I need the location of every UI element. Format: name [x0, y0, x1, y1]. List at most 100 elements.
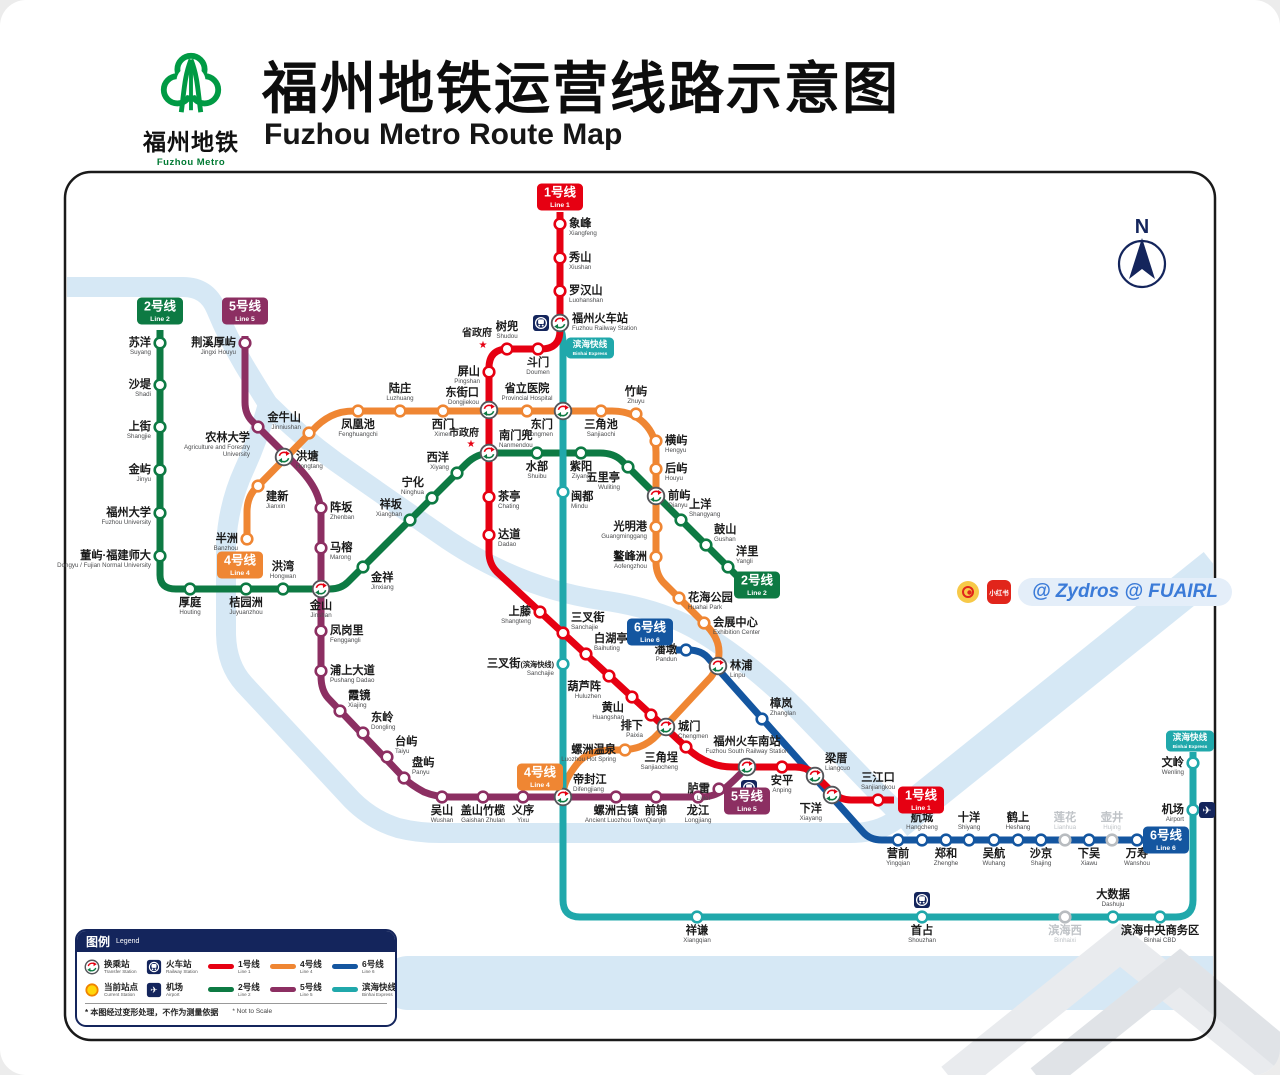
station-label: 荆溪厚屿 [191, 335, 236, 349]
decorative-chevron [941, 923, 1280, 1075]
stations: 象峰Xiangfeng秀山Xiushan罗汉山Luohanshan福州火车站Fu… [57, 216, 1200, 944]
station-guangminggang [649, 520, 663, 534]
station-label: 下吴 [1078, 847, 1101, 860]
station-label: 阵坂 [330, 500, 353, 514]
station-luzhuang [393, 404, 407, 418]
station-sanjiangkou [871, 793, 885, 807]
station-label-pinyin: Dongmen [526, 431, 553, 438]
station-label: 螺洲古镇 [594, 803, 639, 817]
station-shuibu [530, 446, 544, 460]
transfer-station-jinshan [311, 579, 331, 599]
station-label: 台屿 [395, 734, 417, 748]
station-label-pinyin: Xiangfeng [569, 230, 597, 237]
station-label: 排下 [621, 718, 643, 732]
svg-text:Line 5: Line 5 [737, 806, 757, 813]
transfer-station-dongjiekou [479, 400, 499, 420]
station-label: 金牛山 [266, 410, 301, 424]
station-label: 横屿 [665, 433, 687, 447]
metro-line-l5 [241, 336, 750, 801]
station-jingxi-houyu [238, 336, 252, 350]
station-label-pinyin: Ximen [434, 431, 452, 438]
station-label-pinyin: Mindu [571, 503, 588, 510]
station-label-pinyin: Shangteng [501, 618, 531, 625]
station-label: 金祥 [370, 570, 393, 584]
station-label: 洪塘 [296, 449, 318, 463]
station-zhanglan [755, 712, 769, 726]
station-label-pinyin: Wuhang [983, 860, 1006, 867]
station-label: 上藤 [509, 604, 532, 618]
station-airport [1186, 803, 1200, 817]
station-label-pinyin: Heshang [1006, 824, 1031, 831]
station-label: 东岭 [371, 710, 394, 724]
station-label: 三角池 [584, 417, 618, 431]
station-huahai-park [672, 591, 686, 605]
metro-line-l6 [676, 646, 1148, 844]
svg-text:Line 2: Line 2 [150, 316, 170, 323]
station-label: 三角埕 [644, 750, 678, 764]
svg-text:1号线: 1号线 [544, 185, 576, 200]
station-panyu [397, 771, 411, 785]
station-label-pinyin: Shuibu [527, 473, 547, 480]
station-dadao [482, 528, 496, 542]
station-label: 前锦 [645, 803, 667, 817]
station-label: 樟岚 [769, 696, 793, 710]
station-label: 祥坂 [380, 497, 403, 511]
station-label: 会展中心 [713, 615, 759, 629]
station-yixu [516, 790, 530, 804]
svg-text:5号线: 5号线 [229, 299, 261, 314]
station-shangjie [153, 420, 167, 434]
station-label-pinyin: Huangshan [592, 714, 624, 721]
compass-north-icon: N [1117, 216, 1167, 289]
station-label-pinyin: Ziyang [572, 473, 591, 480]
svg-text:Line 4: Line 4 [530, 782, 550, 789]
station-baihuting [579, 647, 593, 661]
station-label-pinyin: Gushan [714, 536, 736, 543]
station-shangyang [674, 513, 688, 527]
station-label-pinyin: Anping [772, 787, 792, 794]
station-label: 花海公园 [688, 590, 733, 604]
station-huluzhen [602, 669, 616, 683]
station-label-pinyin: Fenggangli [330, 637, 361, 644]
transfer-station-xiayang [822, 785, 842, 805]
station-label: 三江口 [861, 770, 895, 784]
station-label: 董屿·福建师大 [80, 548, 152, 562]
station-label: 壶井 [1101, 810, 1123, 824]
station-label: 莲花 [1054, 810, 1076, 824]
svg-text:N: N [1135, 216, 1149, 238]
station-zhenghe [939, 833, 953, 847]
station-label: 沙京 [1030, 846, 1052, 860]
station-sanjiaochi [594, 404, 608, 418]
weibo-icon [957, 581, 979, 603]
station-paixia [644, 708, 658, 722]
station-label: 苏洋 [129, 335, 151, 349]
station-label-pinyin: Hengyu [665, 447, 687, 454]
station-label: 吴山 [431, 803, 453, 817]
station-label-pinyin: Exhibition Center [713, 629, 760, 636]
station-label: 洪湾 [272, 559, 295, 573]
station-label: 文岭 [1162, 755, 1185, 769]
station-label: 凤凰池 [341, 417, 375, 431]
station-wuliting [621, 460, 635, 474]
svg-text:Line 6: Line 6 [640, 637, 660, 644]
station-label-pinyin: Luohanshan [569, 297, 604, 304]
station-label: 上街 [129, 419, 151, 433]
station-label: 盖山竹榄 [461, 803, 506, 817]
station-label-pinyin: Sanchajie [571, 624, 599, 631]
station-label: 白湖亭 [594, 631, 628, 645]
station-label: 祥谦 [686, 923, 709, 937]
transfer-station-fuzhou-railway-station [550, 313, 570, 333]
station-label-pinyin: Doumen [526, 369, 550, 376]
station-label-pinyin: Ancient Luozhou Town [585, 817, 648, 824]
legend-line-swatch-l5 [270, 987, 296, 992]
station-heshang [1011, 833, 1025, 847]
station-label-pinyin: Gaishan Zhulan [461, 817, 505, 824]
